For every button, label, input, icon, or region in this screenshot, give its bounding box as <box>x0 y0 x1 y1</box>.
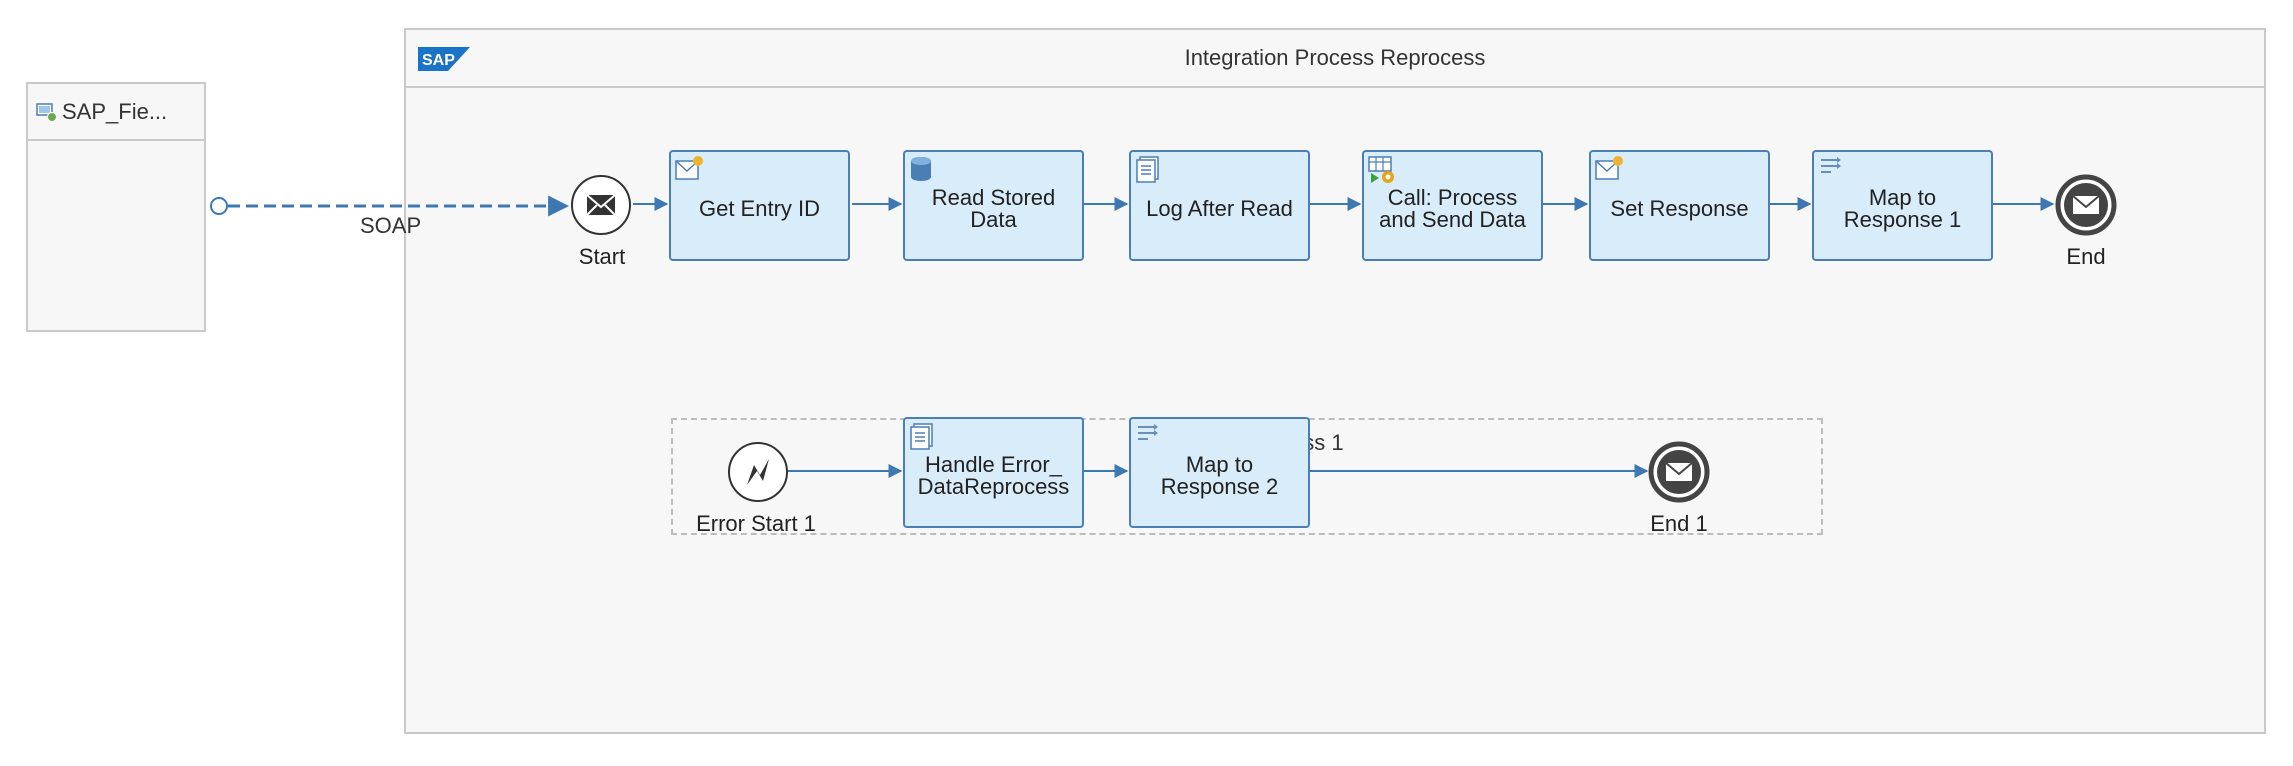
task-label: Set Response <box>1610 195 1749 221</box>
task-label: Read Stored Data <box>931 184 1056 232</box>
data-store-icon <box>911 157 931 181</box>
sap-logo: SAP <box>418 47 470 71</box>
error-start-event[interactable] <box>727 441 789 503</box>
end-1-label: End 1 <box>1650 511 1708 536</box>
task-label: Handle Error_ DataReprocess <box>917 451 1070 499</box>
content-modifier-icon <box>675 156 703 180</box>
pool-title: Integration Process Reprocess <box>1184 45 1486 70</box>
end-message-event[interactable] <box>2055 174 2117 236</box>
sender-participant[interactable]: SAP_Fie... <box>26 82 206 332</box>
message-flow-label: SOAP <box>360 213 422 238</box>
task-set-response[interactable]: Set Response <box>1589 150 1770 261</box>
start-event-label: Start <box>578 244 626 269</box>
task-map-to-response-2[interactable]: Map to Response 2 <box>1129 417 1310 528</box>
envelope-icon <box>2072 195 2100 214</box>
system-icon <box>36 102 57 122</box>
participant-name: SAP_Fie... <box>62 98 168 124</box>
start-message-event[interactable] <box>570 174 632 236</box>
task-read-stored-data[interactable]: Read Stored Data <box>903 150 1084 261</box>
end-1-message-event[interactable] <box>1648 441 1710 503</box>
svg-text:SAP: SAP <box>422 52 455 69</box>
mapping-icon <box>1821 157 1841 173</box>
error-start-label: Error Start 1 <box>696 511 816 536</box>
process-call-icon <box>1368 156 1394 183</box>
script-icon <box>1136 156 1159 183</box>
task-label: Log After Read <box>1146 195 1293 221</box>
mapping-icon <box>1138 424 1158 440</box>
lightning-icon <box>747 459 769 485</box>
participant-header: SAP_Fie... <box>28 84 204 141</box>
message-flow-origin <box>210 197 228 215</box>
task-call-process-and-send-data[interactable]: Call: Process and Send Data <box>1362 150 1543 261</box>
task-map-to-response-1[interactable]: Map to Response 1 <box>1812 150 1993 261</box>
task-get-entry-id[interactable]: Get Entry ID <box>669 150 850 261</box>
end-event-label: End <box>2066 244 2106 269</box>
script-icon <box>910 423 933 450</box>
task-label: Map to Response 1 <box>1843 184 1962 232</box>
task-label: Get Entry ID <box>698 195 821 221</box>
integration-process-pool[interactable]: SAP Integration Process Reprocess <box>404 28 2266 734</box>
envelope-icon <box>1665 462 1693 481</box>
task-log-after-read[interactable]: Log After Read <box>1129 150 1310 261</box>
task-label: Map to Response 2 <box>1160 451 1279 499</box>
pool-header: SAP Integration Process Reprocess <box>406 30 2264 88</box>
content-modifier-icon <box>1595 156 1623 180</box>
task-label: Call: Process and Send Data <box>1379 184 1526 232</box>
envelope-icon <box>586 194 616 216</box>
task-handle-error-datareprocess[interactable]: Handle Error_ DataReprocess <box>903 417 1084 528</box>
